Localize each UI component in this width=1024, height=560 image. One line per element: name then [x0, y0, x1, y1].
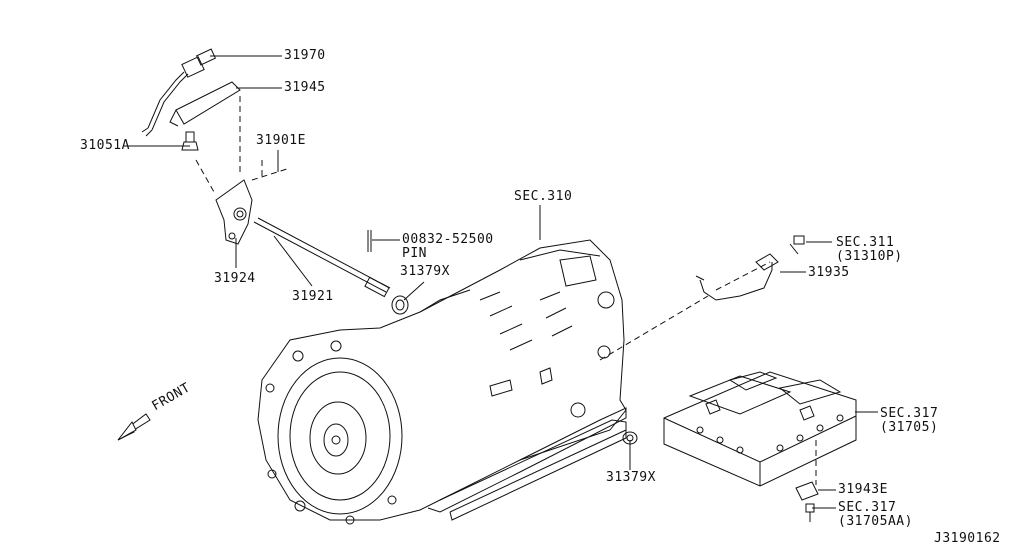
control-valve-body — [663, 371, 857, 487]
diagram-id: J3190162 — [934, 531, 1001, 546]
label-31379X-top: 31379X — [400, 264, 450, 279]
label-sec317-line2: (31705) — [880, 420, 939, 435]
front-arrow-icon — [117, 413, 151, 441]
part-31051A-bolt — [181, 131, 199, 151]
label-31901E: 31901E — [256, 133, 306, 148]
label-sec317-line1: SEC.317 — [880, 406, 939, 421]
label-31970: 31970 — [284, 48, 326, 63]
label-sec310: SEC.310 — [514, 189, 573, 204]
part-00832-pin — [367, 230, 372, 252]
leader-lines — [128, 55, 878, 509]
label-00832-line2: PIN — [402, 246, 427, 261]
assembly-dashed-lines — [195, 96, 817, 485]
transmission-housing — [257, 239, 627, 525]
label-31943E: 31943E — [838, 482, 888, 497]
label-sec317b-line2: (31705AA) — [838, 514, 913, 529]
label-sec311: SEC.311 (31310P) — [836, 236, 903, 264]
label-31935: 31935 — [808, 265, 850, 280]
label-31921: 31921 — [292, 289, 334, 304]
label-sec311-line2: (31310P) — [836, 249, 903, 264]
part-31945-bracket — [169, 81, 241, 127]
label-31379X-bottom: 31379X — [606, 470, 656, 485]
part-31943E-bracket — [795, 481, 819, 522]
label-00832-52500: 00832-52500 PIN — [402, 233, 494, 261]
part-31924-lever — [215, 179, 253, 245]
label-31924: 31924 — [214, 271, 256, 286]
label-sec311-line1: SEC.311 — [836, 235, 895, 250]
label-sec317: SEC.317 (31705) — [880, 407, 938, 435]
part-31379X-seal-bottom — [622, 431, 638, 445]
label-31945: 31945 — [284, 80, 326, 95]
part-31935-harness — [695, 253, 779, 301]
label-sec317b-line1: SEC.317 — [838, 500, 897, 515]
part-31970-cable — [141, 48, 217, 137]
part-31921-shaft — [253, 217, 391, 298]
part-31379X-seal-top — [391, 295, 409, 315]
part-sec311-bolt — [789, 235, 805, 255]
label-00832-line1: 00832-52500 — [402, 232, 494, 247]
label-31051A: 31051A — [80, 138, 130, 153]
label-sec317-31705AA: SEC.317 (31705AA) — [838, 501, 913, 529]
